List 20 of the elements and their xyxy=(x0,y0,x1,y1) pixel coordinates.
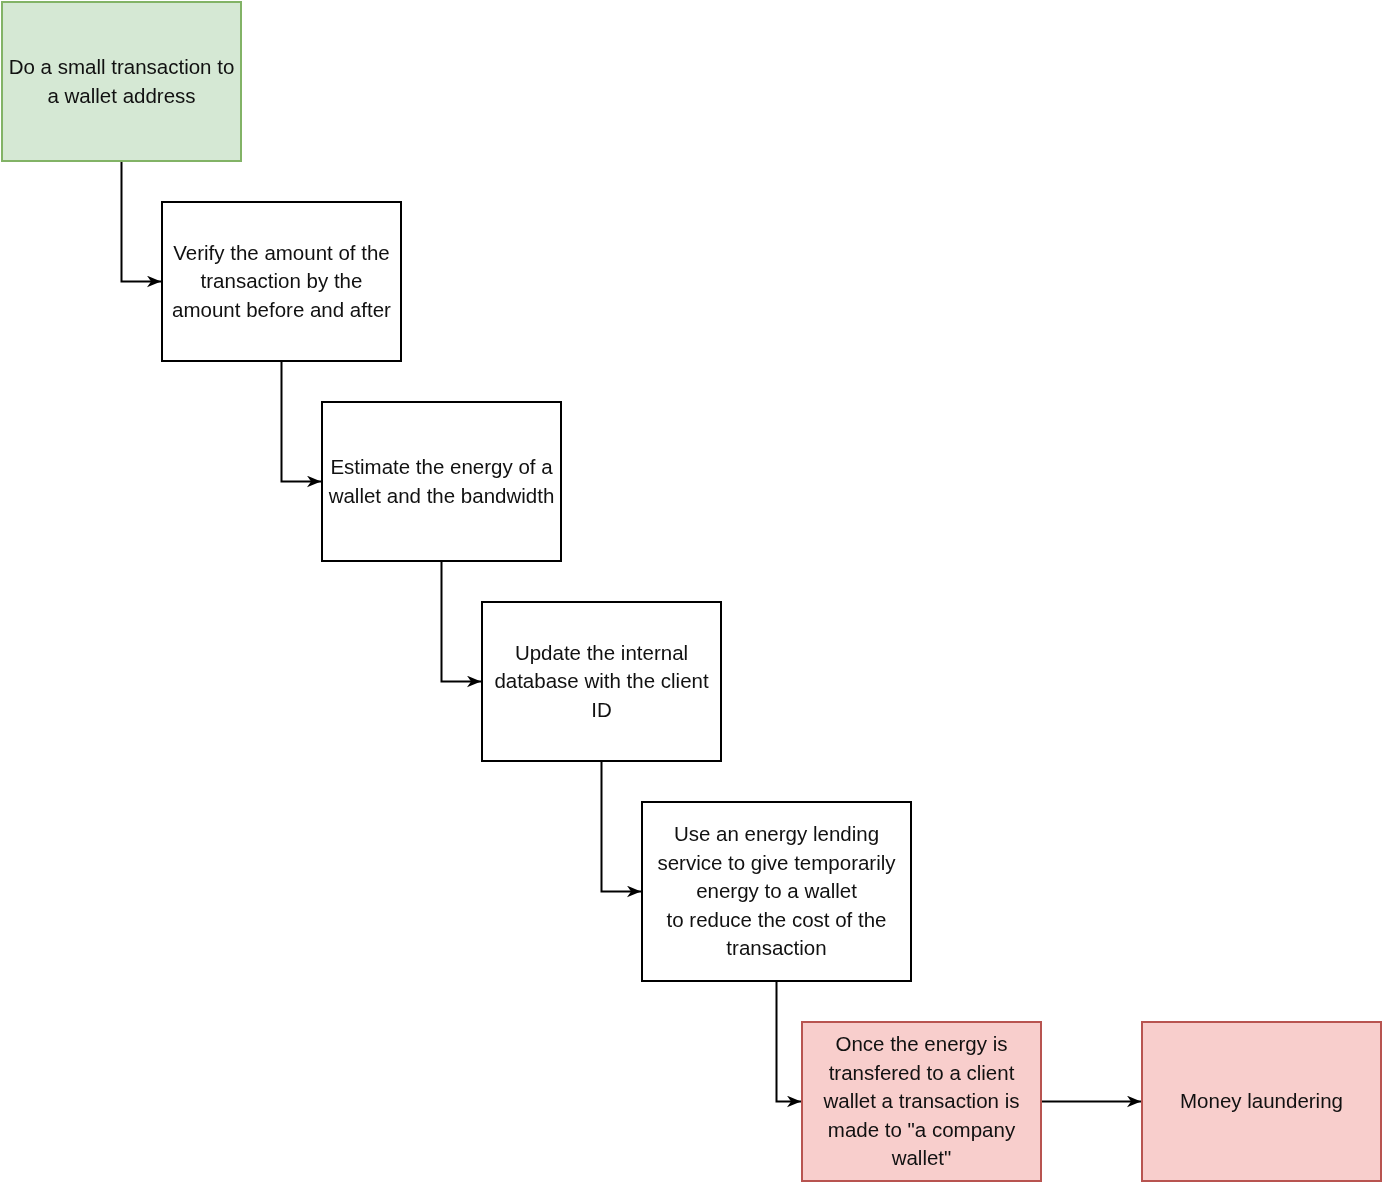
node-text: Money laundering xyxy=(1180,1088,1343,1115)
arrow xyxy=(775,981,802,1108)
arrow xyxy=(440,561,482,688)
node-text: to reduce the cost of the transaction xyxy=(665,906,888,962)
arrow xyxy=(120,161,162,288)
arrow xyxy=(600,761,642,898)
process-box xyxy=(641,801,912,982)
process-box xyxy=(321,401,562,562)
process-box xyxy=(1,1,242,162)
node-text: Estimate the energy of a wallet and the bandwidth xyxy=(327,454,556,509)
process-box xyxy=(161,201,402,362)
process-box xyxy=(1141,1021,1382,1182)
arrow xyxy=(1041,1095,1142,1108)
node-text: Update the internal database with the client ID xyxy=(493,639,710,723)
node-text: Verify the amount of the transaction by the amount before and after xyxy=(171,239,392,323)
process-box xyxy=(481,601,722,762)
process-box xyxy=(801,1021,1042,1182)
node-text: Do a small transaction to a wallet address xyxy=(7,54,236,109)
node-text: Once the energy is transfered to a client wallet a transaction is made to "a company wallet" xyxy=(822,1031,1021,1172)
arrow xyxy=(280,361,322,488)
